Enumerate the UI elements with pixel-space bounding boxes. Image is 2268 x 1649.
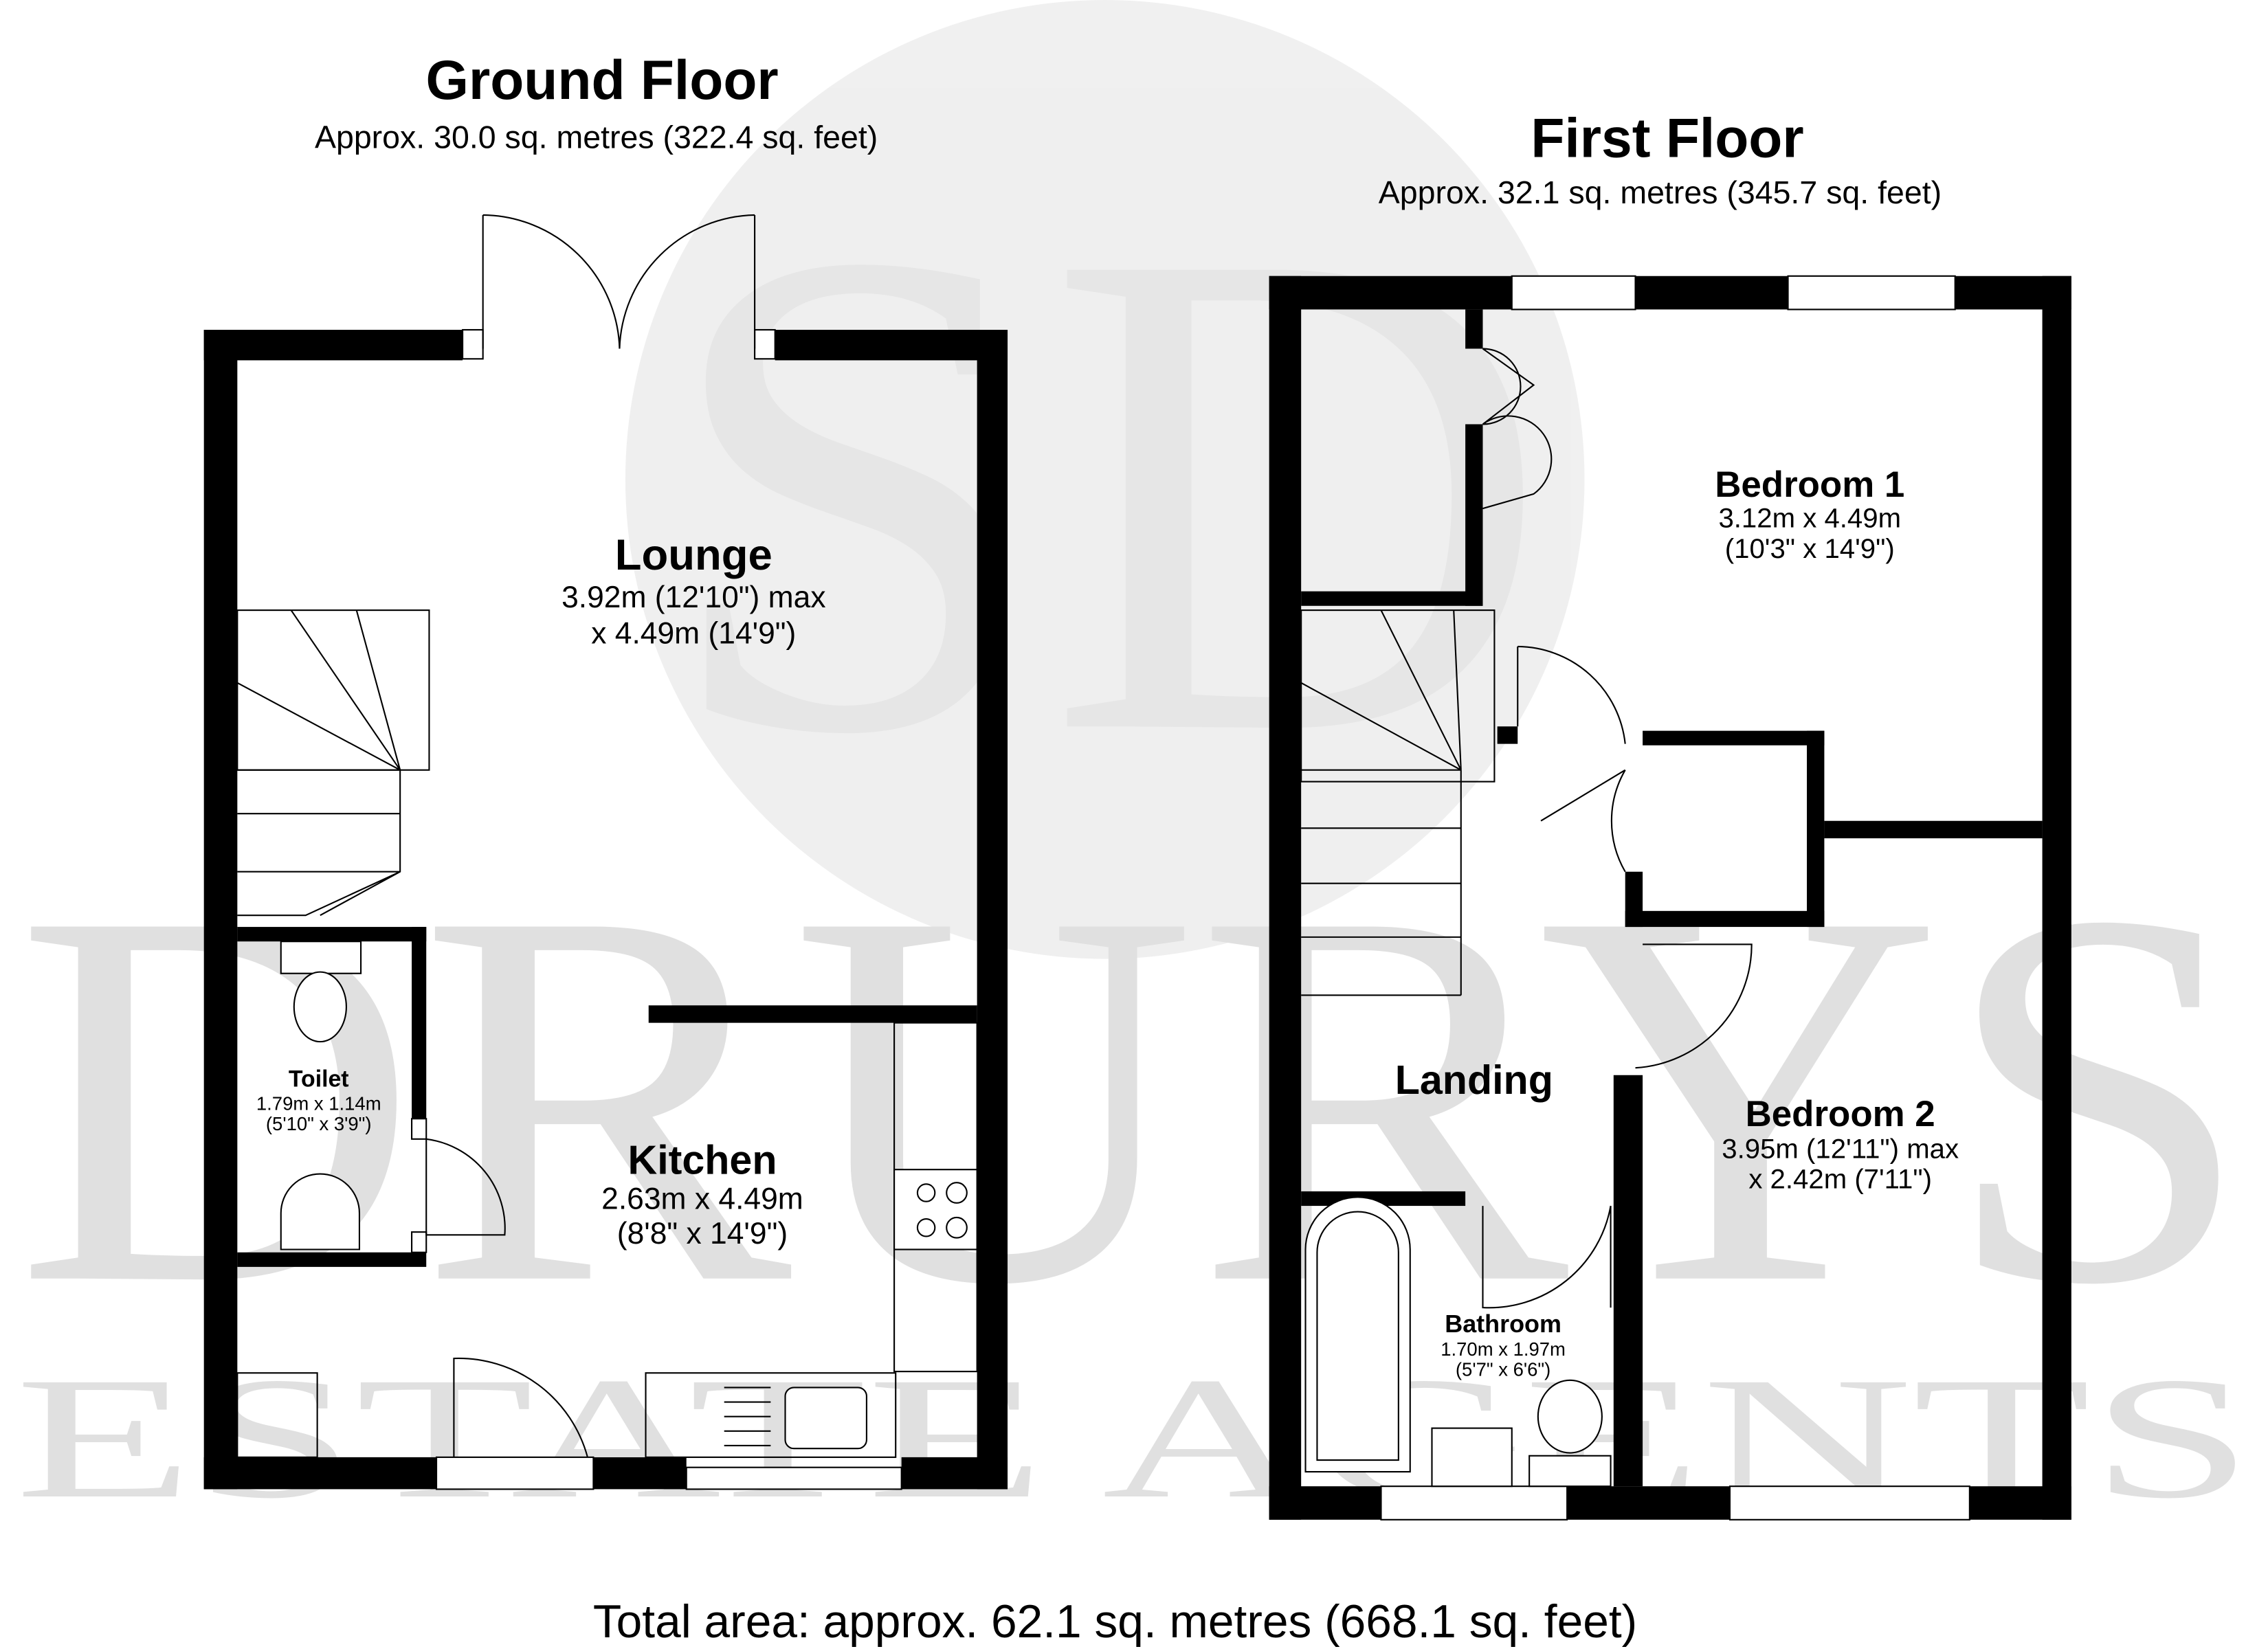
bedroom1-dim2: (10'3" x 14'9") [1725, 533, 1895, 564]
window-bedroom2 [1728, 1485, 1970, 1521]
kitchen-sink [784, 1387, 867, 1450]
landing-label: Landing [1395, 1057, 1553, 1103]
bedroom2-label: Bedroom 2 [1746, 1094, 1935, 1134]
bathroom-label: Bathroom [1445, 1310, 1561, 1338]
french-door-right[interactable] [619, 214, 756, 349]
first-floor-fixtures [1300, 275, 1970, 1521]
front-door[interactable] [453, 1357, 588, 1458]
front-door-frame [435, 1456, 594, 1490]
watermark: SD DRURYS ESTATE AGENTS [15, 0, 2253, 1534]
bathroom-cistern [1528, 1455, 1612, 1488]
ground-floor-fixtures [236, 214, 978, 1490]
logo-letters: SD [659, 105, 1550, 877]
drainer [724, 1387, 771, 1447]
french-door-left[interactable] [482, 214, 621, 349]
first-floor-title: First Floor [1531, 107, 1803, 169]
lounge-label: Lounge [615, 531, 772, 579]
total-area: Total area: approx. 62.1 sq. metres (668… [593, 1596, 1637, 1648]
bath [1304, 1196, 1411, 1473]
staircase [236, 609, 430, 917]
ground-floor-title: Ground Floor [425, 49, 778, 111]
kitchen-label: Kitchen [627, 1137, 777, 1183]
kitchen-window [685, 1466, 902, 1490]
kitchen-dim2: (8'8" x 14'9") [617, 1217, 788, 1250]
toilet-label: Toilet [289, 1066, 349, 1092]
logo-circle [625, 0, 1585, 959]
window-bedroom1-left [1511, 275, 1636, 311]
bedroom1-label: Bedroom 1 [1715, 464, 1904, 505]
bathroom-dim1: 1.70m x 1.97m [1441, 1338, 1566, 1360]
window-bedroom1-right [1787, 275, 1956, 311]
kitchen-counter [645, 1372, 897, 1458]
cupboard [236, 1372, 318, 1458]
ground-floor-walls [203, 330, 1008, 1490]
lounge-dim1: 3.92m (12'10") max [562, 581, 825, 614]
first-floor-walls [1269, 276, 2071, 1520]
toilet-basin [280, 1173, 361, 1250]
toilet-dim2: (5'10" x 3'9") [266, 1113, 372, 1134]
toilet-dim1: 1.79m x 1.14m [256, 1093, 381, 1114]
toilet-door[interactable] [425, 1138, 506, 1236]
bathroom-sink [1431, 1427, 1513, 1488]
window-bathroom [1380, 1485, 1568, 1521]
bedroom2-door[interactable] [1635, 943, 1753, 1069]
bedroom2-dim1: 3.95m (12'11") max [1722, 1133, 1959, 1164]
lounge-dim2: x 4.49m (14'9") [591, 617, 796, 651]
bathroom-dim2: (5'7" x 6'6") [1456, 1358, 1550, 1380]
bedroom1-door[interactable] [1517, 645, 1626, 744]
bedroom1-dim1: 3.12m x 4.49m [1718, 503, 1901, 534]
toilet-cistern [280, 941, 362, 974]
closet-door[interactable] [1540, 769, 1626, 873]
ground-floor-area: Approx. 30.0 sq. metres (322.4 sq. feet) [315, 120, 878, 155]
bathroom-door[interactable] [1482, 1205, 1612, 1309]
toilet-bowl [293, 971, 347, 1043]
hob [893, 1169, 978, 1250]
bedroom2-dim2: x 2.42m (7'11") [1748, 1164, 1932, 1195]
bathroom-toilet [1537, 1379, 1603, 1454]
watermark-name: DRURYS [15, 800, 2253, 1395]
wardrobe-doors[interactable] [1482, 348, 1553, 510]
staircase [1300, 609, 1496, 996]
first-floor-area: Approx. 32.1 sq. metres (345.7 sq. feet) [1379, 175, 1942, 210]
kitchen-dim1: 2.63m x 4.49m [601, 1182, 803, 1215]
